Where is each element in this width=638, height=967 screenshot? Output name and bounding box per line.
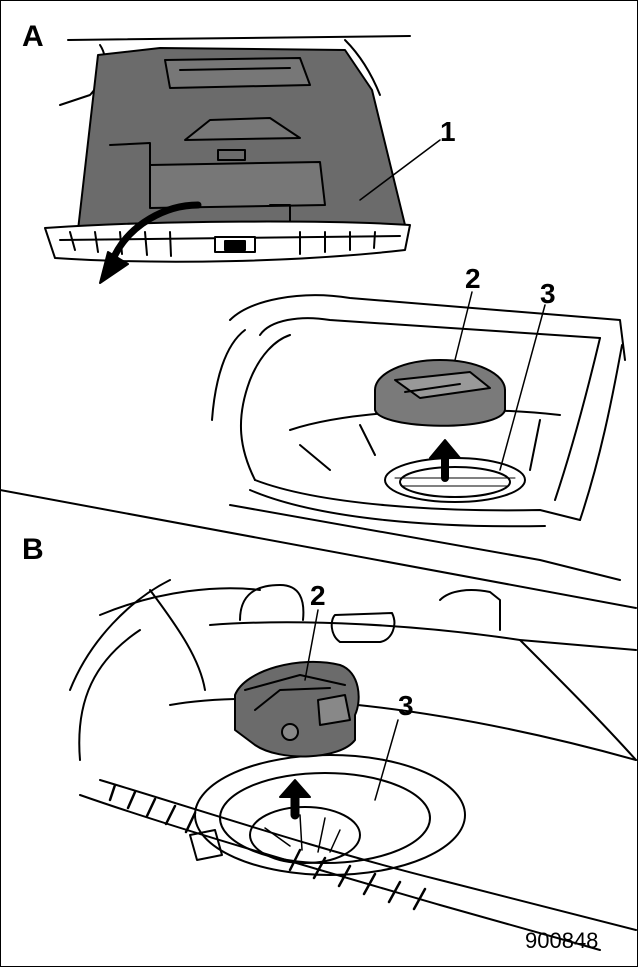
leader-2b [304, 609, 319, 681]
callout-trunk-board: 1 [440, 116, 456, 147]
panel-b-trunk-illustration [69, 579, 637, 951]
callout-spare-tire-b: 3 [398, 690, 414, 721]
leader-3b [374, 719, 399, 801]
panel-a-label: A [22, 20, 44, 53]
panel-divider [0, 489, 637, 609]
leader-2 [454, 291, 473, 361]
panel-a-open-trunk-illustration [211, 291, 626, 581]
callout-tool-tray-a: 2 [465, 263, 481, 294]
leader-3 [499, 304, 546, 471]
callout-spare-tire-a: 3 [540, 278, 556, 309]
tool-tray-b [234, 660, 360, 758]
callout-tool-tray-b: 2 [310, 580, 326, 611]
panel-a-trunk-board-illustration [44, 35, 441, 284]
panel-b-label: B [22, 533, 44, 566]
lift-arrow [111, 201, 202, 259]
spare-tire-a [384, 457, 526, 503]
leader-1 [359, 139, 441, 201]
figure-code: 900848 [525, 928, 599, 953]
